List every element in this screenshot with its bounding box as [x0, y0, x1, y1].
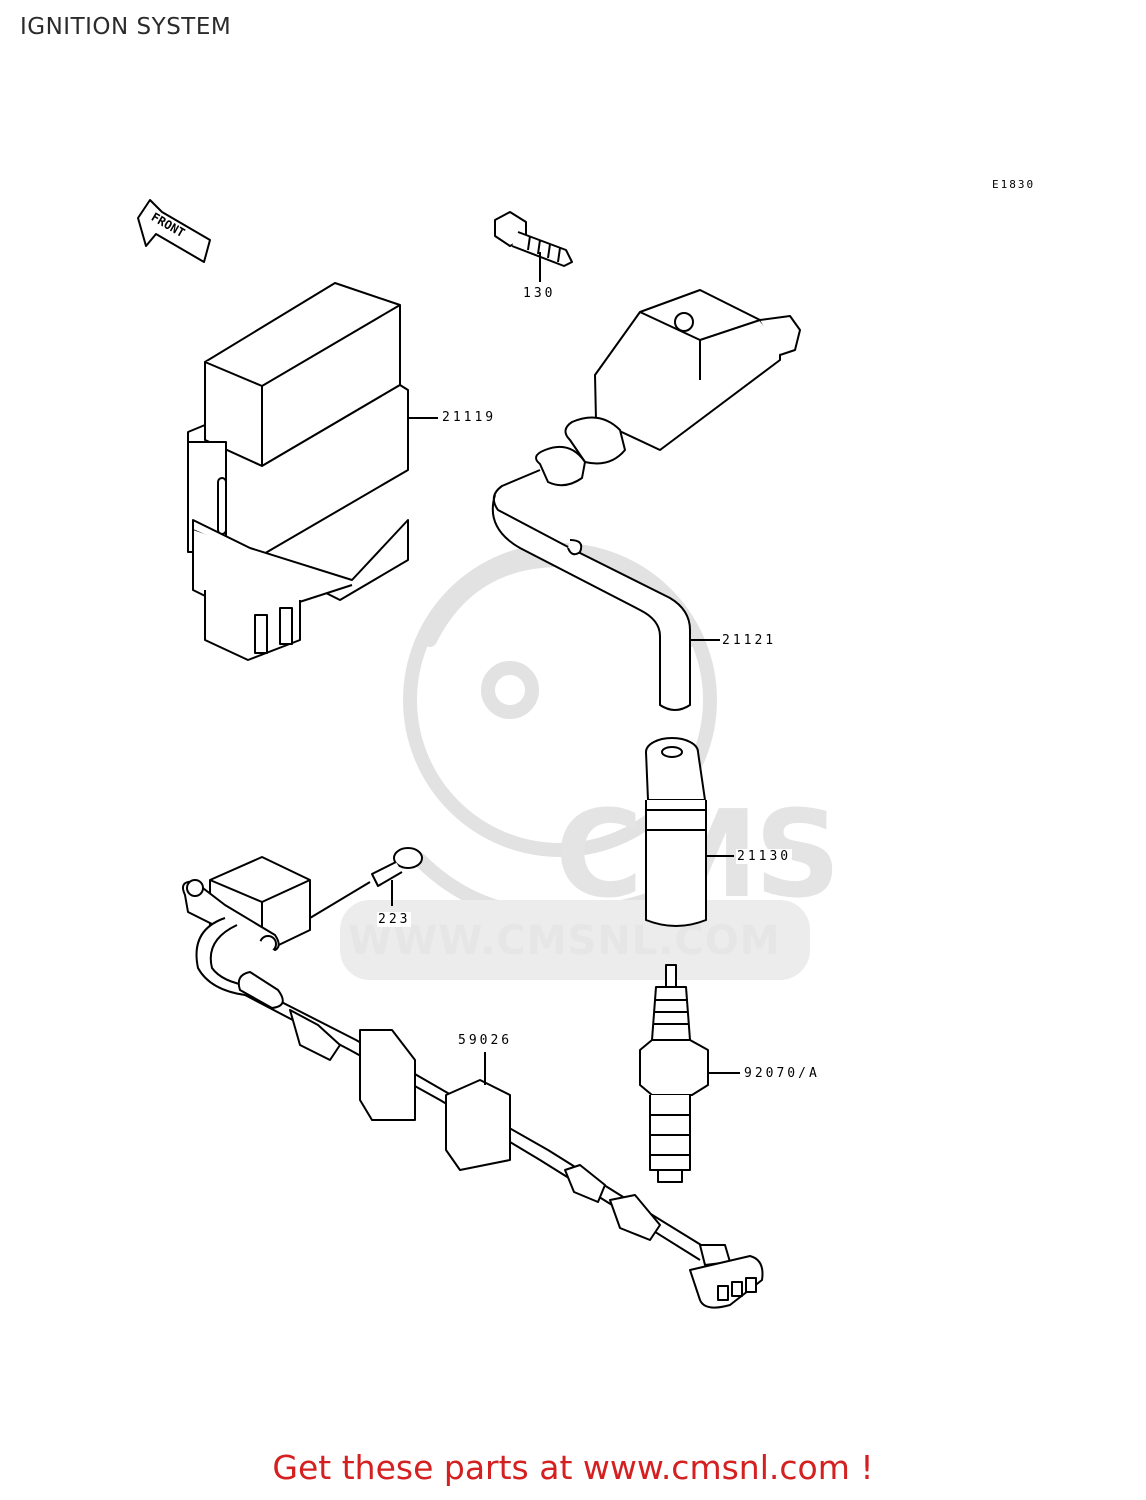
diagram-code: E1830: [992, 178, 1036, 191]
watermark-url: WWW.CMSNL.COM: [348, 918, 781, 964]
callout-21121[interactable]: 21121: [721, 633, 778, 648]
screw-223-drawing: [309, 847, 423, 919]
page-title: IGNITION SYSTEM: [20, 14, 232, 40]
callout-130[interactable]: 130: [522, 286, 557, 301]
callout-59026[interactable]: 59026: [457, 1033, 514, 1048]
callout-21130[interactable]: 21130: [736, 849, 793, 864]
spark-plug-92070-drawing: [639, 964, 709, 1183]
pickup-coil-harness-drawing: [182, 856, 764, 1309]
callout-21119[interactable]: 21119: [441, 410, 498, 425]
callout-92070-a[interactable]: 92070/A: [743, 1066, 821, 1081]
bolt-130-drawing: [494, 211, 573, 282]
plug-cap-21130-drawing: [645, 737, 707, 927]
footer-promo-link[interactable]: Get these parts at www.cmsnl.com !: [272, 1448, 874, 1487]
ignition-coil-21121-drawing: [491, 289, 801, 711]
front-arrow-icon: [137, 199, 211, 263]
callout-223[interactable]: 223: [377, 912, 412, 927]
igniter-21119-drawing: [187, 282, 409, 661]
